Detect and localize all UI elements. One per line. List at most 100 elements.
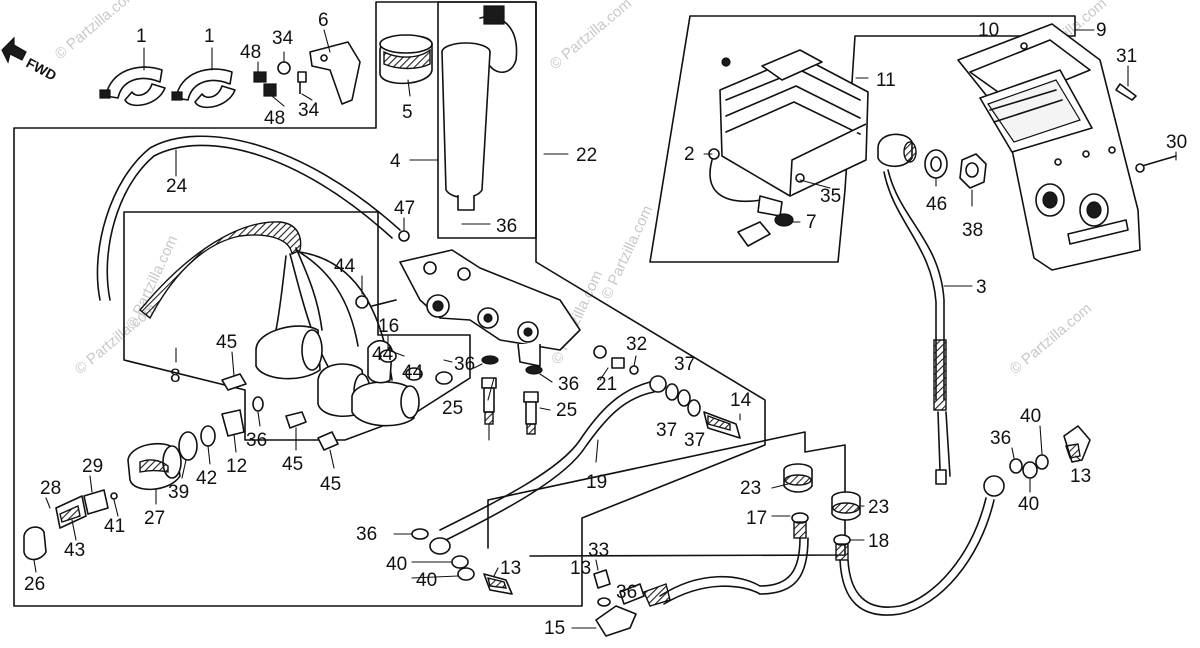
callout-label: 8 [170, 366, 181, 387]
callout-label: 48 [264, 108, 285, 129]
fittings-middle [355, 230, 639, 385]
callout-label: 27 [144, 508, 165, 529]
callout-label: 46 [926, 194, 947, 215]
callout-label: 34 [298, 100, 320, 121]
washers-37-bolt-14 [665, 383, 741, 439]
callout-label: 36 [356, 524, 377, 545]
callout-label: 19 [586, 472, 607, 493]
watermark: © Partzilla.com [1007, 300, 1095, 378]
ignition-coils [255, 325, 420, 427]
callout-label: 6 [318, 10, 329, 31]
callout-label: 32 [626, 334, 647, 355]
clamp-band-1b [171, 68, 236, 109]
callout-label: 40 [416, 570, 437, 591]
callout-label: 36 [496, 216, 517, 237]
callout-labels: 1 1 2 3 4 5 6 7 8 9 10 11 12 13 13 13 14… [24, 10, 1187, 639]
callout-label: 17 [746, 508, 767, 529]
pressure-switch-25a [481, 377, 497, 441]
right-washers-bolt-13 [1009, 425, 1091, 479]
callout-label: 34 [272, 28, 294, 49]
watermark: © Partzilla.com [547, 0, 635, 73]
callout-label: 35 [820, 186, 841, 207]
callout-label: 3 [976, 277, 987, 298]
callout-label: 1 [136, 26, 147, 47]
regulator-11 [708, 49, 869, 247]
watermarks: © Partzilla.com © Partzilla.com © Partzi… [52, 0, 1110, 378]
callout-label: 23 [868, 497, 889, 518]
callout-label: 39 [168, 482, 189, 503]
screws-30-31 [1115, 83, 1177, 173]
brake-hose-19 [429, 375, 667, 555]
callout-label: 36 [990, 428, 1011, 449]
callout-label: 12 [226, 456, 247, 477]
callout-label: 37 [684, 430, 705, 451]
washers-40-36-left [411, 528, 475, 581]
bolts-48-34 [253, 61, 307, 97]
callout-label: 45 [320, 474, 341, 495]
callout-label: 40 [1020, 406, 1041, 427]
callout-label: 13 [1070, 466, 1091, 487]
callout-label: 26 [24, 574, 45, 595]
callout-label: 38 [962, 220, 983, 241]
callout-leaders [33, 29, 1177, 629]
bracket-6 [309, 41, 361, 105]
fwd-label: FWD [24, 55, 60, 84]
callout-label: 48 [240, 42, 261, 63]
reservoir-tank-4 [441, 5, 518, 211]
sensor-cable-3 [877, 133, 951, 485]
callout-label: 18 [868, 531, 889, 552]
grommet-23a [783, 463, 813, 493]
callout-label: 31 [1116, 46, 1137, 67]
meter-panel-9 [957, 23, 1141, 271]
watermark: © Partzilla.com [598, 203, 656, 302]
callout-label: 24 [166, 176, 188, 197]
callout-label: 1 [204, 26, 215, 47]
callout-label: 36 [246, 430, 267, 451]
callout-label: 13 [570, 558, 591, 579]
callout-label: 37 [656, 420, 677, 441]
callout-label: 25 [556, 400, 577, 421]
callout-label: 45 [282, 454, 303, 475]
callout-label: 16 [378, 316, 399, 337]
callout-label: 37 [674, 354, 695, 375]
valve-body [399, 249, 581, 367]
callout-label: 2 [684, 144, 695, 165]
callout-label: 44 [402, 362, 424, 383]
callout-label: 30 [1166, 132, 1187, 153]
callout-label: 36 [558, 374, 579, 395]
nut-38 [959, 153, 987, 189]
callout-label: 44 [334, 256, 356, 277]
callout-label: 4 [390, 151, 401, 172]
master-cylinder-parts [23, 396, 264, 561]
grommet-23b [831, 491, 861, 521]
callout-label: 36 [454, 354, 475, 375]
fwd-arrow-icon [1, 36, 27, 64]
bleeder-valves-45 [221, 373, 339, 451]
callout-label: 44 [372, 344, 394, 365]
washer-46 [924, 149, 948, 179]
callout-label: 42 [196, 468, 217, 489]
callout-label: 22 [576, 145, 597, 166]
callout-label: 47 [394, 198, 415, 219]
callout-label: 40 [386, 554, 407, 575]
callout-label: 41 [104, 516, 125, 537]
callout-label: 36 [616, 582, 637, 603]
parts-33-36-15 [593, 569, 645, 637]
pressure-switch-25b [523, 391, 539, 435]
callout-label: 5 [402, 102, 413, 123]
callout-label: 11 [876, 70, 896, 91]
callout-label: 43 [64, 540, 85, 561]
callout-label: 14 [730, 390, 752, 411]
forward-direction-arrow: FWD [1, 36, 60, 84]
callout-label: 25 [442, 398, 463, 419]
callout-label: 40 [1018, 494, 1039, 515]
callout-label: 29 [82, 456, 103, 477]
callout-label: 33 [588, 540, 609, 561]
callout-label: 13 [500, 558, 521, 579]
callout-label: 15 [544, 618, 565, 639]
callout-label: 10 [978, 20, 999, 41]
callout-label: 7 [806, 212, 817, 233]
callout-label: 23 [740, 478, 761, 499]
banjo-bolt-13a [483, 573, 513, 595]
